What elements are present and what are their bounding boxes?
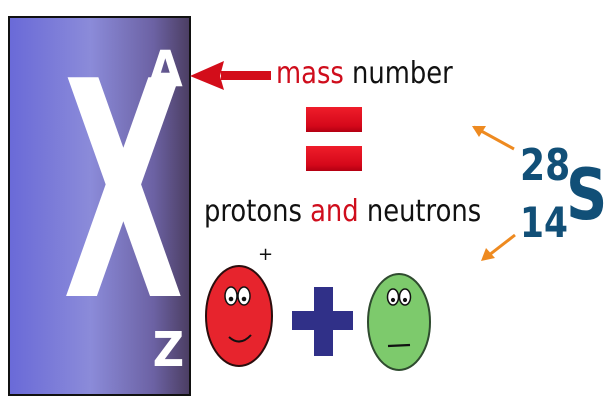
mass-number-label-a: A <box>147 40 183 98</box>
orange-arrow-up-left-icon <box>472 125 515 151</box>
element-symbol-box <box>8 16 191 396</box>
neutrons-word: neutrons <box>358 194 482 229</box>
element-symbol-x: X <box>63 18 184 367</box>
equals-sign-bottom-bar <box>306 146 362 171</box>
number-word: number <box>343 56 453 91</box>
neutron-face-icon <box>367 273 431 371</box>
red-arrow-left-icon <box>190 61 271 90</box>
atomic-number-label-z: Z <box>152 322 185 378</box>
proton-face-icon <box>205 265 273 367</box>
protons-and-neutrons-caption: protons and neutrons <box>204 194 481 230</box>
orange-arrow-down-left-icon <box>481 233 516 261</box>
blue-plus-icon <box>292 287 353 356</box>
equals-sign-top-bar <box>306 107 362 132</box>
mass-word: mass <box>276 56 344 91</box>
protons-word: protons <box>204 194 311 229</box>
silicon-mass-number: 28 <box>520 140 571 191</box>
and-word: and <box>310 194 359 229</box>
mass-number-caption: mass number <box>276 56 453 92</box>
positive-charge-sign: + <box>258 244 273 265</box>
silicon-atomic-number: 14 <box>520 198 568 247</box>
silicon-symbol: Si <box>566 154 608 236</box>
